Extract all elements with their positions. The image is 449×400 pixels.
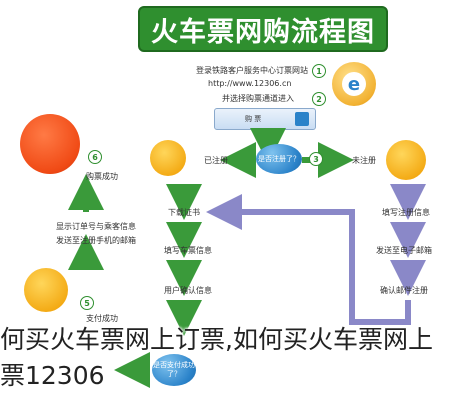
step-confirm-reg: 确认邮件注册 xyxy=(380,286,428,295)
overlay-caption: 何买火车票网上订票,如何买火车票网上票12306 xyxy=(0,325,433,390)
monitor-icon xyxy=(295,112,309,126)
step-url-text: http://www.12306.cn xyxy=(208,79,292,88)
step-user-confirm: 用户确认信息 xyxy=(164,286,212,295)
diagram-title: 火车票网购流程图 xyxy=(151,16,375,48)
step-number-3: 3 xyxy=(309,152,323,166)
step-number-5: 5 xyxy=(80,296,94,310)
step-fill-reg: 填写注册信息 xyxy=(382,208,430,217)
step-fill-ticket: 填写车票信息 xyxy=(164,246,212,255)
label-registered: 已注册 xyxy=(204,156,228,165)
smiley-face-icon xyxy=(150,140,186,176)
decision-registered: 是否注册了？ xyxy=(256,144,302,174)
grinning-face-icon xyxy=(386,140,426,180)
step-number-6: 6 xyxy=(88,150,102,164)
step-number-1: 1 xyxy=(312,64,326,78)
step-choose-text: 并选择购票通道进入 xyxy=(222,94,294,103)
browser-box-label: 购 票 xyxy=(245,115,262,123)
title-banner: 火车票网购流程图 xyxy=(138,6,388,52)
step-send-email: 发送至电子邮箱 xyxy=(376,246,432,255)
step-send-phone: 发送至注册手机的邮箱 xyxy=(56,236,136,245)
laughing-face-icon xyxy=(20,114,80,174)
decision-paid: 是否支付成功了？ xyxy=(152,354,196,386)
step-number-2: 2 xyxy=(312,92,326,106)
ie-logo-icon: e xyxy=(332,62,376,106)
happy-face-icon xyxy=(24,268,68,312)
label-buy-success: 购票成功 xyxy=(86,172,118,181)
step-sms-info: 显示订单号与乘客信息 xyxy=(56,222,136,231)
label-pay-success: 支付成功 xyxy=(86,314,118,323)
label-not-registered: 未注册 xyxy=(352,156,376,165)
step-download-cert: 下载证书 xyxy=(168,208,200,217)
step-login-text: 登录铁路客户服务中心订票网站 xyxy=(196,66,308,75)
